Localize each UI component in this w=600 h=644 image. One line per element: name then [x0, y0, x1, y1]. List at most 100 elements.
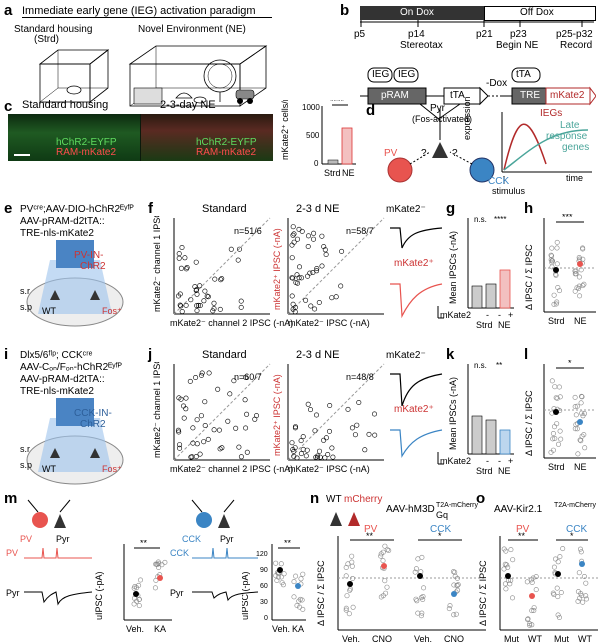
- strip-point: [581, 432, 587, 438]
- m-pyr-trace-label: Pyr: [6, 588, 20, 598]
- micrograph: [8, 114, 273, 161]
- o-cck: CCK: [566, 524, 587, 535]
- scatter-point: [194, 303, 200, 309]
- scatter-point: [291, 453, 297, 459]
- scatter-point: [305, 243, 311, 249]
- h-sig: ***: [562, 214, 573, 222]
- scatter-point: [312, 428, 318, 434]
- m-pv-sig: **: [140, 540, 148, 548]
- d-stimulus: stimulus: [492, 186, 526, 196]
- strip-point: [533, 587, 539, 593]
- scatter-point: [183, 395, 189, 401]
- n-cat-cno-1: CNO: [372, 634, 392, 644]
- strip-point: [578, 267, 584, 273]
- strip-point: [300, 571, 306, 577]
- g-row-val-3: +: [508, 310, 513, 320]
- d-late3: genes: [562, 142, 590, 153]
- panel-label-k: k: [446, 346, 455, 363]
- scatter-point: [212, 276, 218, 282]
- f-traces: [390, 227, 444, 319]
- e-chr: PV-IN-: [74, 250, 104, 261]
- scatter-point: [183, 406, 189, 412]
- g-cat-ne: NE: [498, 320, 511, 330]
- j-ne-n: n=48/8: [346, 372, 374, 382]
- f-ne-ylabel: mKate2⁺ IPSC (-nA): [272, 228, 282, 310]
- strip-point: [578, 546, 584, 552]
- strip-point: [131, 585, 137, 591]
- strip-point: [554, 395, 560, 401]
- e-line1: PVᶜʳᵉ;AAV-DIO-hChR2ᴱʸᶠᴾ: [20, 204, 134, 215]
- m-ytick-120: 120: [256, 551, 268, 558]
- strip-point: [452, 573, 458, 579]
- ieg1-label: IEG: [372, 69, 390, 80]
- strip-point: [579, 593, 585, 599]
- scatter-point: [315, 453, 321, 459]
- h-cat-strd: Strd: [548, 316, 565, 326]
- c-sig: ****: [330, 100, 345, 106]
- j-ne-points: [289, 399, 378, 461]
- o-dot-plot: Δ IPSC / Σ IPSC PV CCK ** * Mut WT Mut W…: [478, 524, 598, 644]
- scatter-point: [180, 403, 186, 409]
- strip-point: [413, 566, 419, 572]
- scatter-point: [330, 454, 336, 460]
- strip-point: [580, 599, 586, 605]
- m-pyr-top: Pyr: [56, 534, 70, 544]
- strip-point: [347, 586, 353, 592]
- d-iegs: IEGs: [540, 108, 563, 119]
- e-sr: s.r: [20, 286, 30, 296]
- j-std-n: n=60/7: [234, 372, 262, 382]
- f-ne-xlabel: mKate2⁻ IPSC (-nA): [288, 318, 370, 328]
- strip-point: [451, 582, 457, 588]
- strip-point: [350, 604, 356, 610]
- scatter-point: [238, 298, 244, 304]
- scatter-point: [204, 293, 210, 299]
- o-construct-sup: T2A-mCherry: [554, 502, 597, 509]
- strip-point: [349, 553, 355, 559]
- strip-point: [343, 605, 349, 611]
- e-slice-diagram: [26, 240, 124, 327]
- mkate2-label: mKate2: [550, 90, 585, 101]
- strip-point: [572, 288, 578, 294]
- l-cat-strd: Strd: [548, 462, 565, 472]
- n-dot-plot: Δ IPSC / Σ IPSC PV CCK ** * Veh. CNO Veh…: [316, 524, 486, 644]
- k-row-val-3: +: [508, 456, 513, 466]
- strip-point: [452, 569, 458, 575]
- strip-point: [275, 574, 281, 580]
- m-cck-traces: [192, 548, 259, 602]
- h-points: [548, 239, 587, 307]
- scatter-point: [202, 422, 208, 428]
- strip-point: [296, 598, 302, 604]
- panel-label-l: l: [524, 346, 529, 363]
- group-mean-marker: [579, 561, 585, 567]
- strip-point: [575, 598, 581, 604]
- strip-point: [572, 404, 578, 410]
- scatter-point: [293, 280, 299, 286]
- strip-point: [454, 583, 460, 589]
- f-std-axes: [173, 217, 271, 315]
- strip-point: [555, 594, 561, 600]
- group-mean-marker: [157, 575, 163, 581]
- strip-point: [576, 254, 582, 260]
- n-sig-pv: **: [366, 531, 374, 541]
- strip-point: [554, 245, 560, 251]
- event-begin-ne: Begin NE: [496, 40, 539, 51]
- strip-point: [575, 589, 581, 595]
- strip-point: [509, 595, 515, 601]
- f-ne-axes: [287, 217, 385, 315]
- d-late2: response: [546, 131, 588, 142]
- strip-point: [343, 573, 349, 579]
- m-cck-cat-veh: Veh.: [272, 624, 290, 634]
- g-ylabel: Mean IPSCs (-nA): [448, 231, 458, 304]
- scatter-point: [179, 309, 185, 315]
- m-pv-ylabel: uIPSC (-pA): [94, 571, 104, 620]
- scatter-point: [297, 264, 303, 270]
- strd-label: Standard housing: [14, 24, 93, 35]
- scatter-point: [179, 244, 185, 250]
- strip-point: [576, 570, 582, 576]
- strip-point: [558, 436, 564, 442]
- c-right-title: 2-3-day NE: [160, 99, 216, 111]
- scatter-point: [244, 411, 250, 417]
- o-cat-wt-1: WT: [528, 634, 542, 644]
- strip-point: [524, 579, 530, 585]
- scatter-point: [178, 303, 184, 309]
